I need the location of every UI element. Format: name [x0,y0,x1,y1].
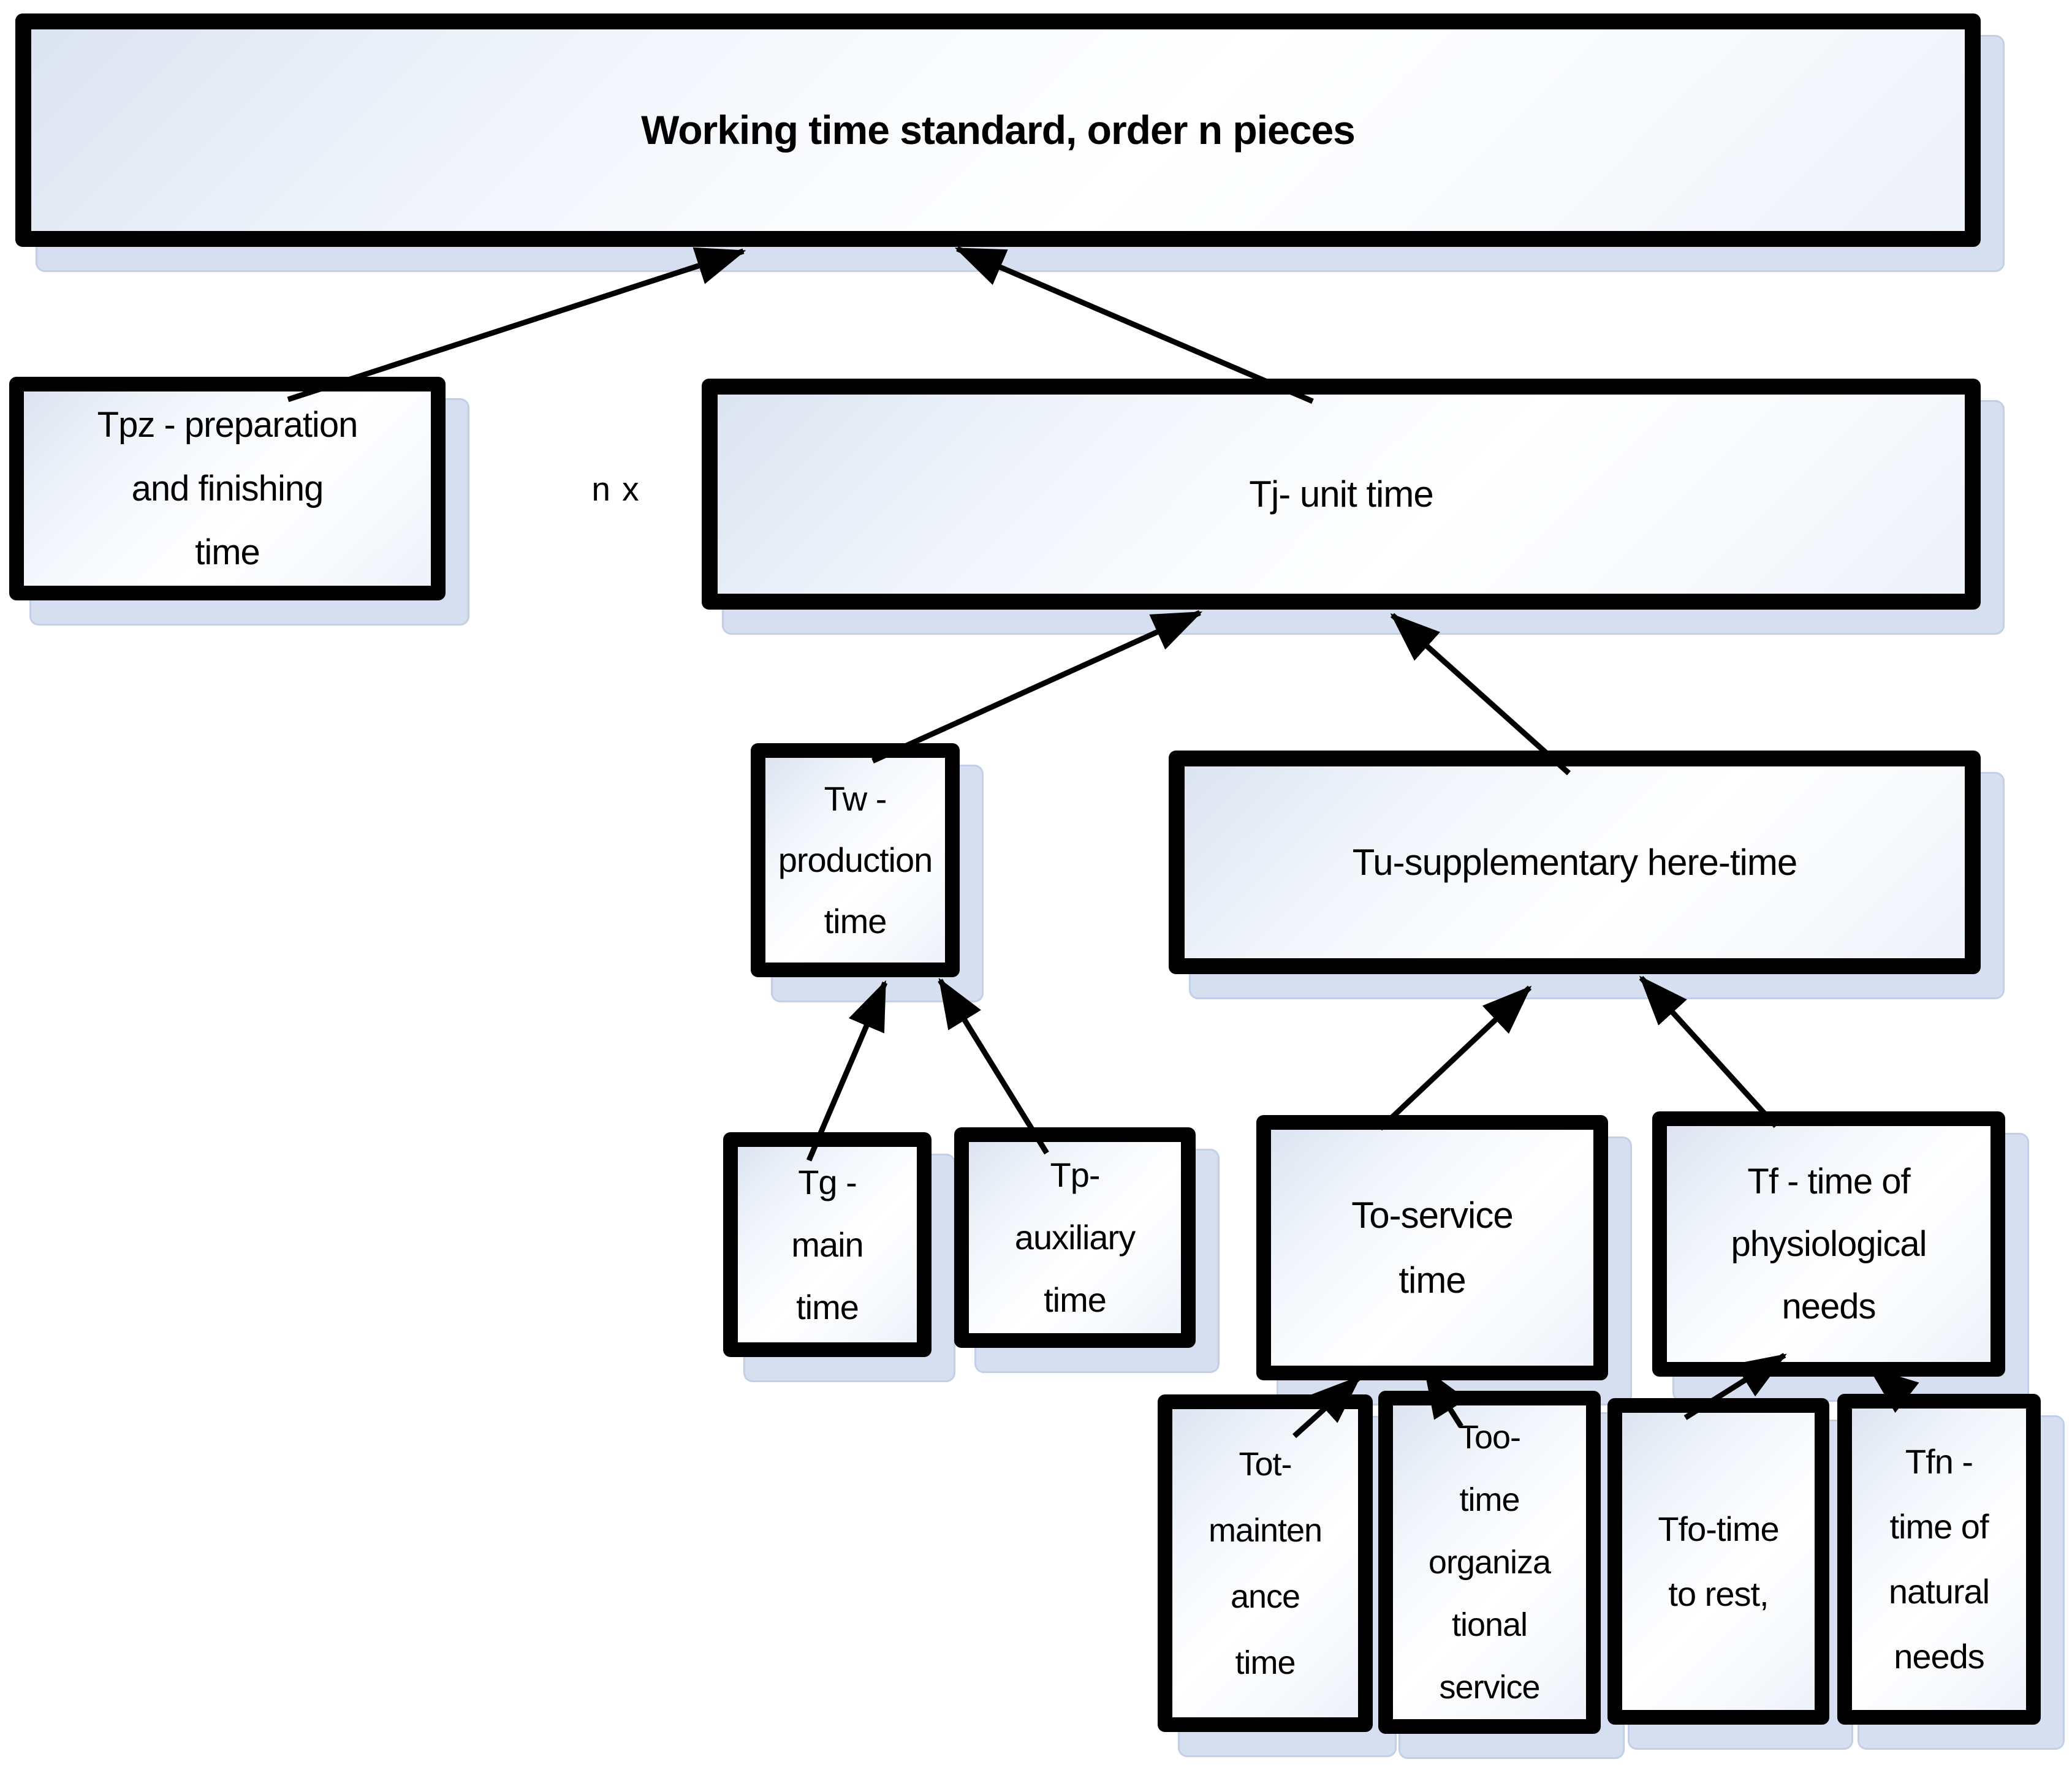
node-tfo-time-to-rest: Tfo-time to rest, [1607,1398,1829,1725]
node-tw-production-time: Tw - production time [751,743,960,977]
node-tg-main-time: Tg - main time [723,1132,932,1357]
node-tf-physiological-needs-time: Tf - time of physiological needs [1652,1111,2005,1377]
node-working-time-standard: Working time standard, order n pieces [15,13,1981,247]
node-tfn-natural-needs-time: Tfn - time of natural needs [1837,1394,2041,1725]
node-tu-supplementary-time: Tu-supplementary here-time [1169,751,1981,974]
connector-to-to-tu [1378,985,1532,1131]
multiplier-label-n-x: n x [591,470,640,508]
node-tot-maintenance-time: Tot- mainten ance time [1158,1394,1373,1732]
node-too-organizational-service-time: Too- time organiza tional service [1378,1391,1601,1734]
node-tpz-preparation-finishing-time: Tpz - preparation and finishing time [9,377,446,600]
node-to-service-time: To-service time [1256,1115,1608,1380]
node-tj-unit-time: Tj- unit time [702,379,1981,610]
connector-tu-to-tj [1390,613,1571,776]
node-tp-auxiliary-time: Tp- auxiliary time [954,1127,1196,1348]
connector-tw-to-tj [871,610,1203,764]
connector-tf-to-tu [1639,975,1778,1129]
